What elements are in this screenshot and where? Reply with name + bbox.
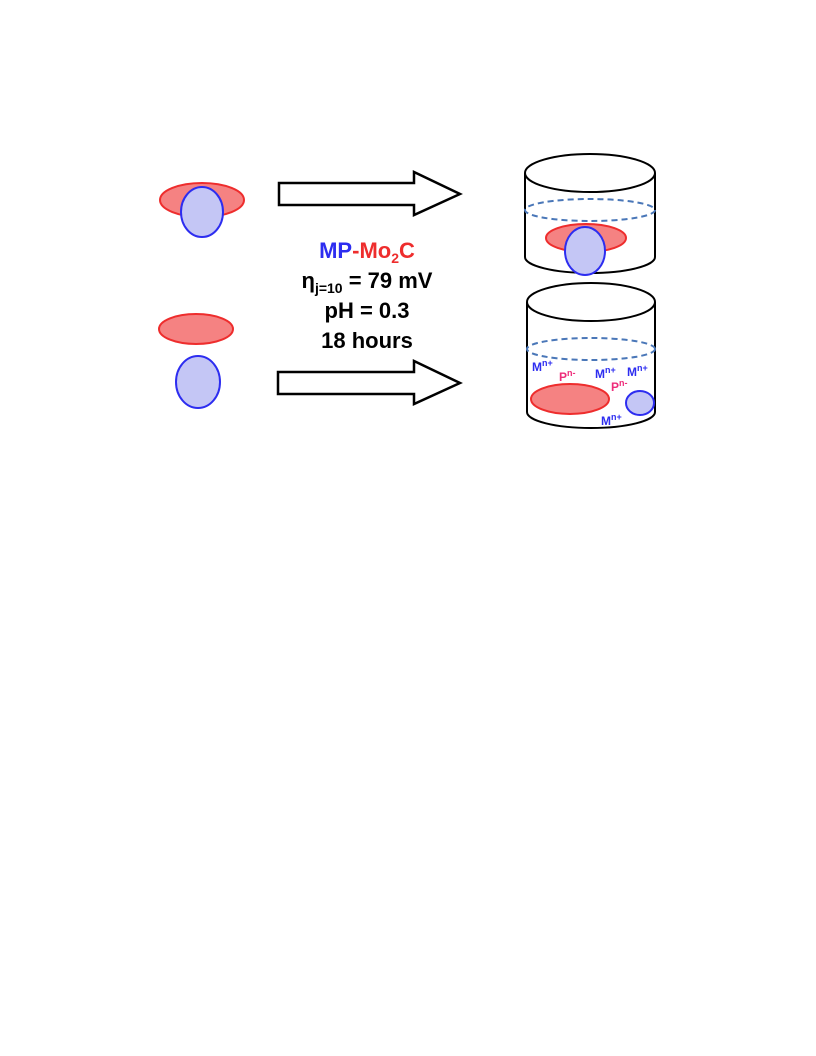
dash-text: -: [352, 238, 359, 263]
phosphide-ion-1: Pn-: [559, 368, 576, 384]
overpotential-text: ηj=10 = 79 mV: [302, 268, 433, 296]
beaker-dissolved: Mn+ Pn- Mn+ Mn+ Pn- Mn+: [526, 282, 656, 429]
metal-ion-base: M: [627, 365, 637, 379]
electrolyte-surface: [524, 198, 656, 222]
metal-ion-charge: n+: [605, 365, 616, 375]
reaction-arrow-top: [277, 170, 463, 217]
metal-ion-base: M: [601, 414, 611, 428]
metal-ion-1: Mn+: [532, 358, 553, 374]
electrolyte-surface: [526, 337, 656, 361]
metal-phosphide-particle-bottom-left: [175, 355, 221, 409]
phosphide-ion-2: Pn-: [611, 378, 628, 394]
conditions-label: MP-Mo2C ηj=10 = 79 mV pH = 0.3 18 hours: [302, 238, 433, 353]
eta-value: = 79 mV: [343, 268, 433, 293]
mp-text: MP: [319, 238, 352, 263]
metal-ion-charge: n+: [611, 412, 622, 422]
sub-2-text: 2: [391, 250, 399, 266]
beaker-stable: [524, 153, 656, 276]
phosphide-ion-charge: n-: [567, 368, 576, 378]
metal-ion-charge: n+: [542, 358, 553, 368]
duration-text: 18 hours: [321, 328, 413, 353]
metal-phosphide-remnant-in-beaker: [625, 390, 655, 416]
beaker-rim: [526, 282, 656, 322]
bottom-row: Mn+ Pn- Mn+ Mn+ Pn- Mn+: [158, 282, 656, 429]
metal-ion-base: M: [595, 367, 605, 381]
mo2c-particle-bottom-left: [158, 313, 234, 345]
eta-symbol: η: [302, 268, 315, 293]
phosphide-ion-base: P: [559, 370, 567, 384]
metal-ion-charge: n+: [637, 363, 648, 373]
mo2c-particle-in-beaker: [530, 383, 610, 415]
catalyst-name: MP-Mo2C: [319, 238, 415, 266]
metal-ion-3: Mn+: [627, 363, 648, 379]
mo-text: Mo: [359, 238, 391, 263]
beaker-rim: [524, 153, 656, 193]
metal-phosphide-particle-top-left: [180, 186, 224, 238]
phosphide-ion-base: P: [611, 380, 619, 394]
metal-ion-base: M: [532, 360, 542, 374]
reaction-arrow-bottom: [276, 359, 463, 406]
metal-ion-4: Mn+: [601, 412, 622, 428]
phosphide-ion-charge: n-: [619, 378, 628, 388]
ph-text: pH = 0.3: [325, 298, 410, 323]
top-row: [159, 153, 656, 276]
metal-phosphide-particle-in-beaker: [564, 226, 606, 276]
eta-subscript: j=10: [314, 280, 343, 296]
metal-ion-2: Mn+: [595, 365, 616, 381]
c-text: C: [399, 238, 415, 263]
